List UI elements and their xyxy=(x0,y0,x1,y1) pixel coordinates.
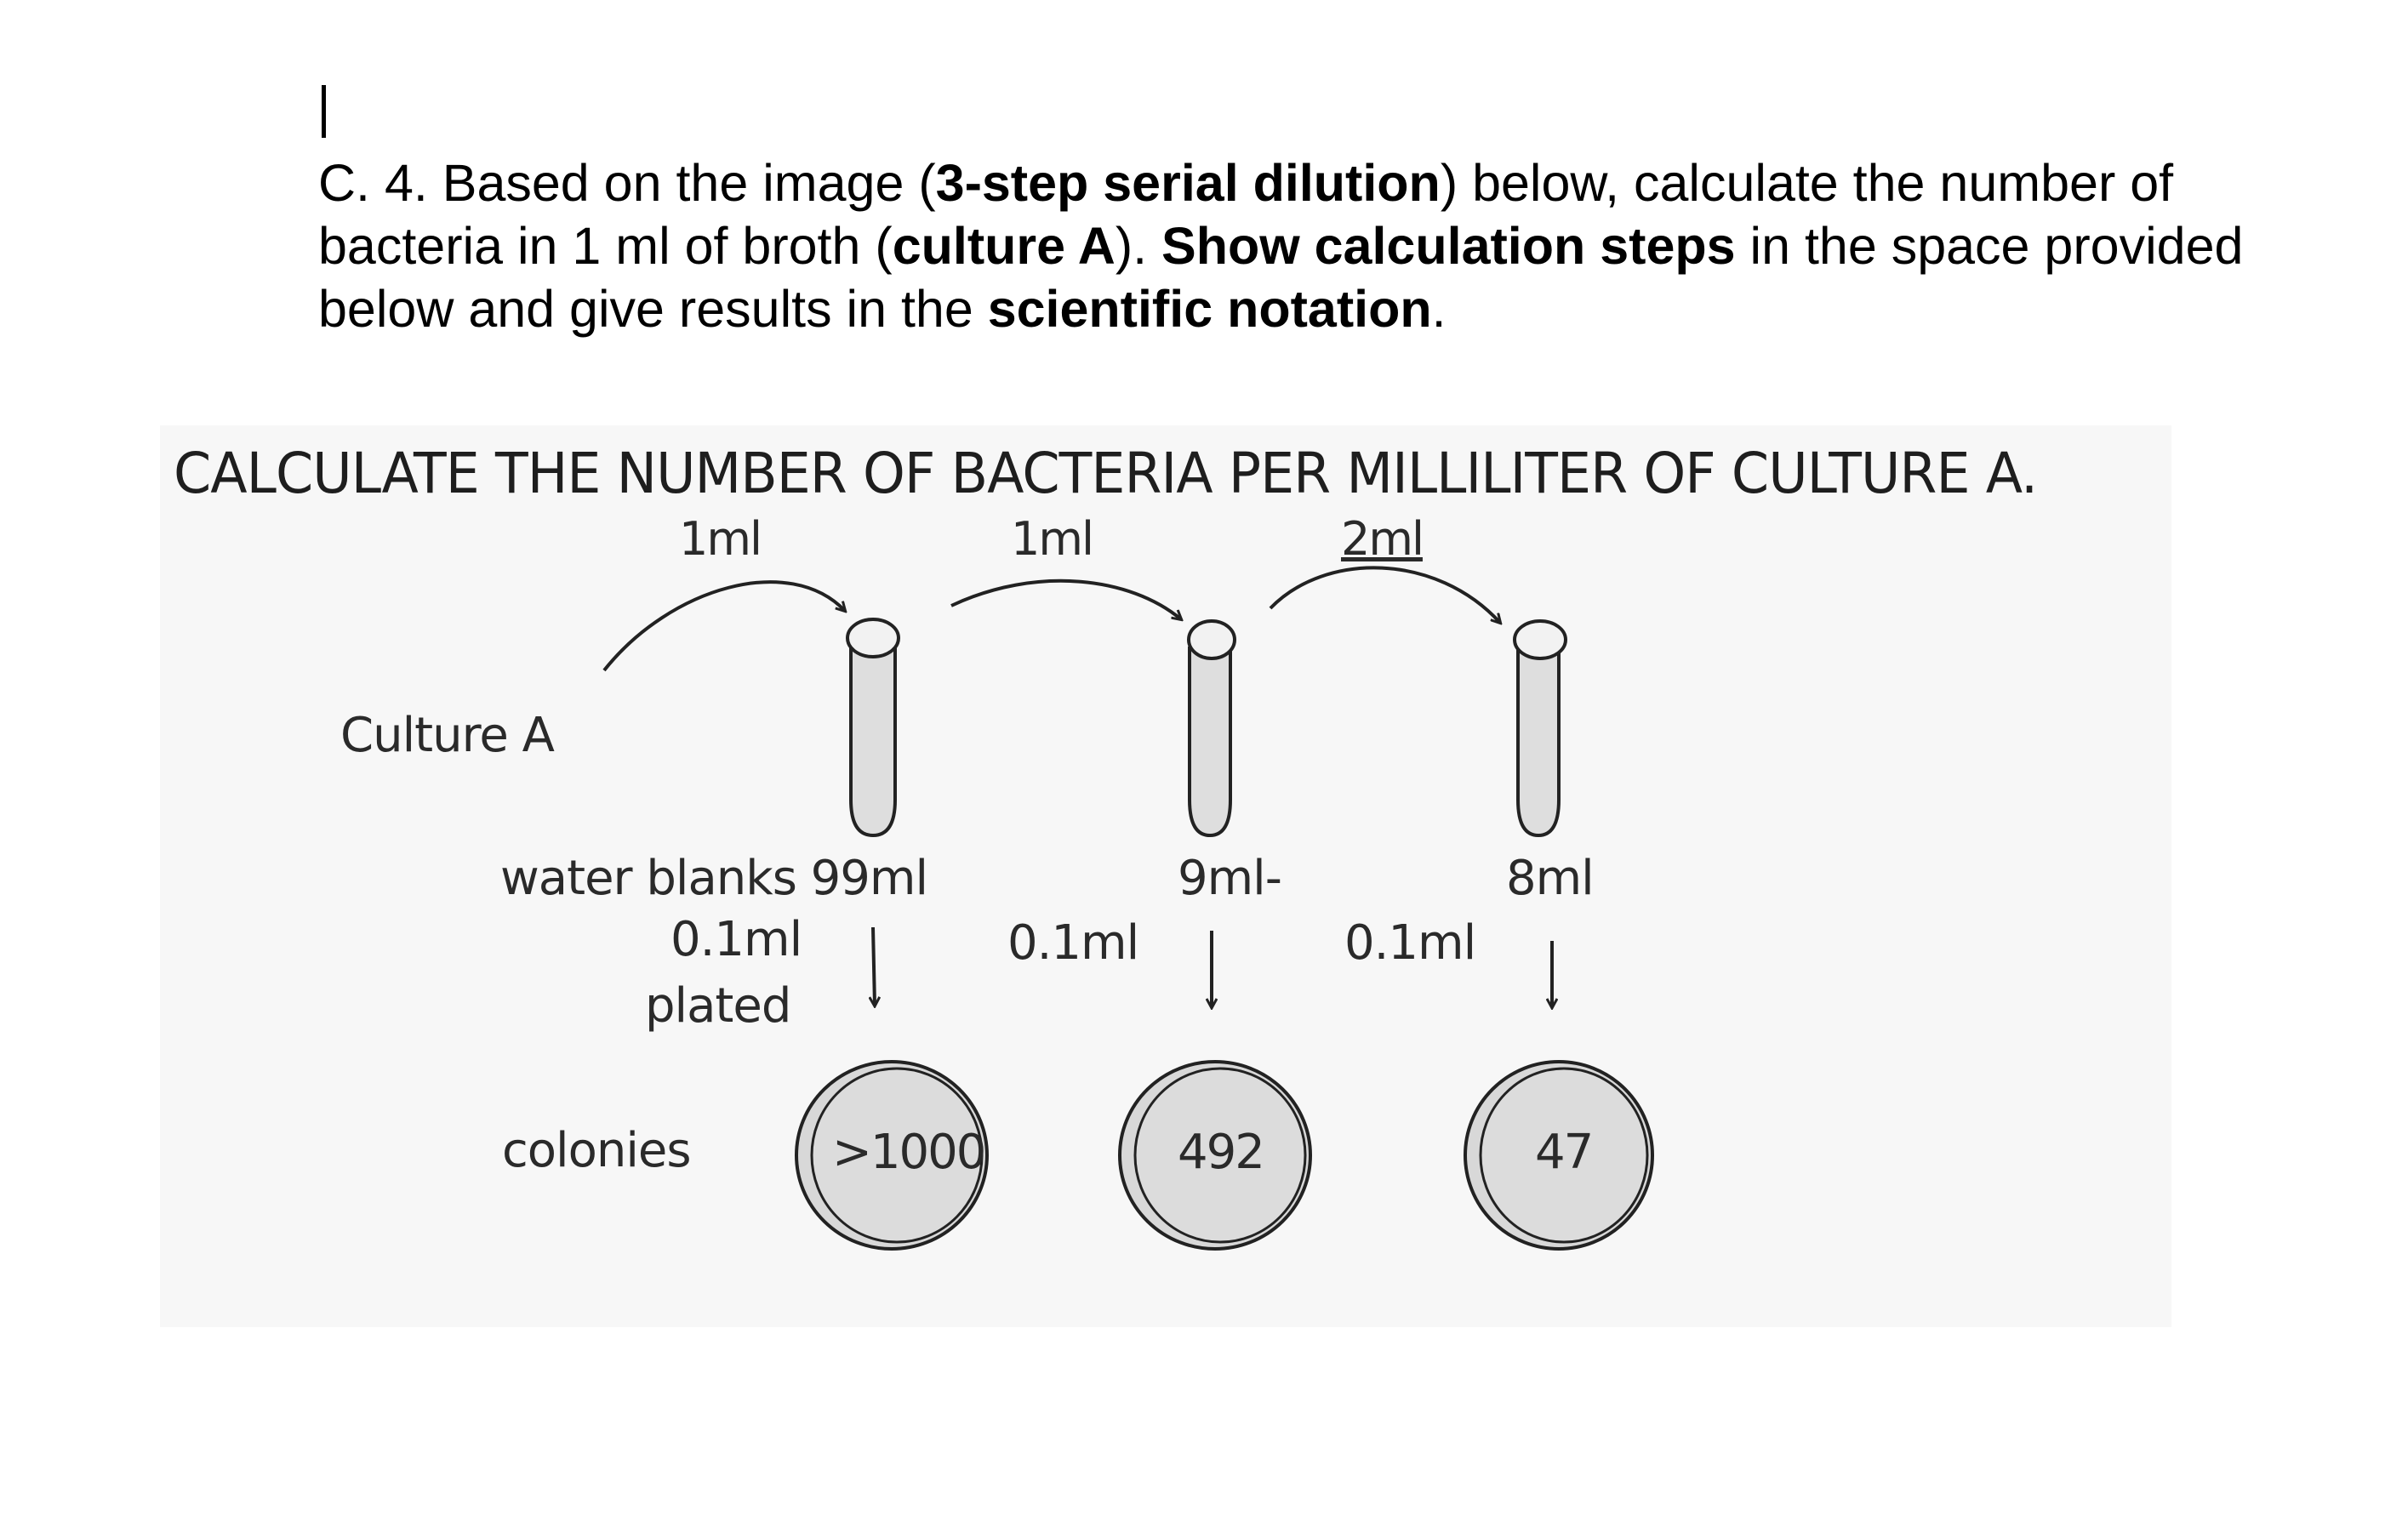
test-tube-3 xyxy=(1513,619,1567,838)
dilution-diagram xyxy=(602,566,1654,1251)
serial-dilution-figure: CALCULATE THE NUMBER OF BACTERIA PER MIL… xyxy=(160,425,2171,1327)
question-part: C. 4. Based on the image ( xyxy=(318,154,936,212)
plated-volume-1: 0.1ml xyxy=(670,912,802,967)
question-part-bold: culture A xyxy=(892,217,1116,275)
colony-count-3: 47 xyxy=(1535,1125,1594,1180)
test-tube-2 xyxy=(1187,619,1236,838)
figure-heading: CALCULATE THE NUMBER OF BACTERIA PER MIL… xyxy=(174,441,2038,506)
blank-volume-2: 9ml- xyxy=(1178,851,1282,906)
plated-volume-2: 0.1ml xyxy=(1007,915,1139,971)
plated-label: plated xyxy=(645,978,791,1034)
transfer-volume-2: 1ml xyxy=(1011,512,1094,566)
transfer-volume-3: 2ml xyxy=(1341,512,1424,566)
question-part: ). xyxy=(1115,217,1162,275)
test-tube-1 xyxy=(846,618,900,838)
plated-volume-3: 0.1ml xyxy=(1344,915,1476,971)
question-part: in the space provided below and give res… xyxy=(318,217,2244,338)
plating-arrow-1 xyxy=(873,926,875,1006)
question-part-bold: scientific notation xyxy=(987,280,1432,338)
question-part-bold: 3-step serial dilution xyxy=(935,154,1441,212)
water-blanks-label: water blanks 99ml xyxy=(500,851,928,906)
text-cursor xyxy=(322,85,326,138)
petri-dish-3 xyxy=(1464,1060,1654,1251)
transfer-arrow-1 xyxy=(602,580,845,672)
petri-dish-1 xyxy=(795,1060,989,1251)
colony-count-1: >1000 xyxy=(832,1125,986,1180)
colony-count-2: 492 xyxy=(1178,1125,1265,1180)
transfer-arrow-3 xyxy=(1269,566,1500,623)
transfer-arrow-2 xyxy=(950,578,1181,619)
question-part: . xyxy=(1431,280,1447,338)
question-text: C. 4. Based on the image (3-step serial … xyxy=(318,151,2275,340)
petri-dish-2 xyxy=(1118,1060,1312,1251)
question-part: ) below, calculate the number of bacteri… xyxy=(318,154,2174,275)
culture-a-label: Culture A xyxy=(340,708,555,763)
transfer-volume-1: 1ml xyxy=(679,512,762,566)
question-part-bold: Show calculation steps xyxy=(1161,217,1736,275)
blank-volume-3: 8ml xyxy=(1506,851,1595,906)
colonies-label: colonies xyxy=(502,1123,692,1178)
